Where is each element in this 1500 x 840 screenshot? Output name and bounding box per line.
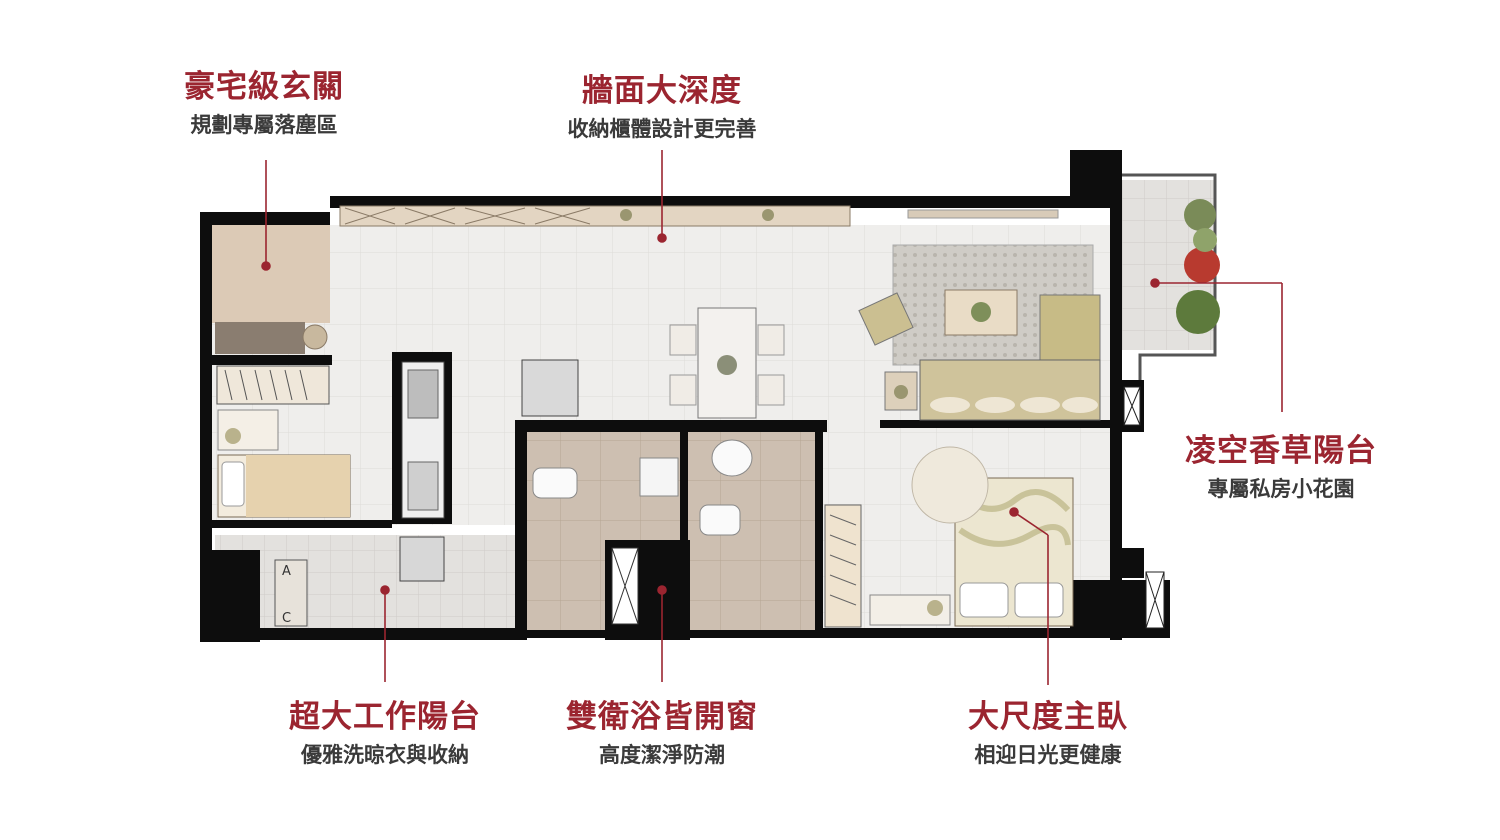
- entrance-bench: [215, 322, 305, 354]
- plan-label-c: C: [282, 611, 291, 626]
- entrance-title: 豪宅級玄關: [184, 69, 344, 105]
- callout-entrance: 豪宅級玄關 規劃專屬落塵區: [114, 68, 414, 140]
- balcony-railing: [1122, 173, 1217, 380]
- plan-label-a: A: [282, 564, 291, 579]
- callout-wall: 牆面大深度 收納櫃體設計更完善: [512, 72, 812, 144]
- living-room-furniture: [858, 244, 1101, 421]
- callout-bedroom: 大尺度主臥 相迎日光更健康: [898, 698, 1198, 770]
- entrance-subtitle: 規劃專屬落塵區: [190, 113, 338, 137]
- bedroom-title: 大尺度主臥: [968, 699, 1128, 735]
- entrance-floor: [212, 225, 330, 323]
- work-title: 超大工作陽台: [289, 699, 481, 735]
- wall-title: 牆面大深度: [582, 73, 742, 109]
- bath-subtitle: 高度潔淨防潮: [599, 743, 725, 767]
- windows: [1123, 386, 1165, 629]
- wall-subtitle: 收納櫃體設計更完善: [567, 117, 757, 141]
- master-bedroom-furniture: [824, 446, 1074, 628]
- bedroom-subtitle: 相迎日光更健康: [974, 743, 1122, 767]
- work-subtitle: 優雅洗晾衣與收納: [301, 743, 469, 767]
- wall-cabinets: [339, 205, 1059, 227]
- callout-bath: 雙衛浴皆開窗 高度潔淨防潮: [512, 698, 812, 770]
- leader-lines: [261, 150, 1283, 685]
- balcony-subtitle: 專屬私房小花園: [1207, 477, 1355, 501]
- callout-work: 超大工作陽台 優雅洗晾衣與收納: [235, 698, 535, 770]
- bath-fixtures: [532, 439, 753, 625]
- balcony-title: 凌空香草陽台: [1185, 433, 1377, 469]
- herb-plants: [1176, 199, 1220, 334]
- bath-title: 雙衛浴皆開窗: [566, 699, 758, 735]
- washer: [399, 536, 445, 582]
- dining-table: [669, 307, 785, 419]
- work-balcony-floor: [215, 535, 515, 630]
- callout-balcony: 凌空香草陽台 專屬私房小花園: [1131, 432, 1431, 504]
- fridge: [521, 359, 579, 417]
